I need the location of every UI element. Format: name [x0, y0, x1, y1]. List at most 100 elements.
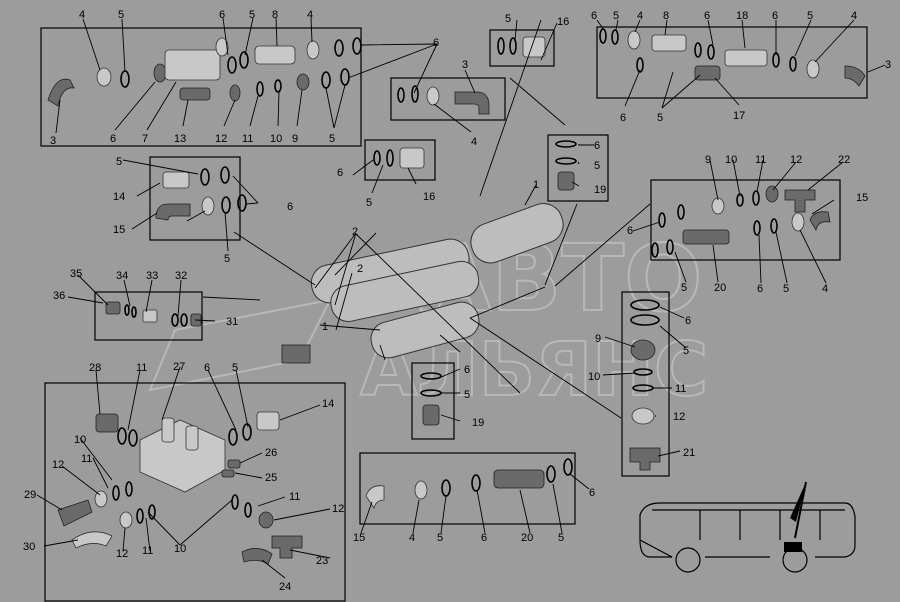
valve-7: [164, 49, 221, 81]
callout-5: 5: [329, 133, 335, 145]
part-35: [124, 304, 130, 316]
callout-5: 5: [613, 10, 619, 22]
ring-10c: [633, 368, 653, 376]
ring-5e: [411, 85, 419, 103]
fitting-20: [682, 229, 730, 245]
callout-3: 3: [885, 59, 891, 71]
callout-4: 4: [307, 9, 313, 21]
parts-group-16: [373, 147, 425, 169]
ring-10f: [148, 504, 156, 520]
group-box-31-36: [94, 291, 203, 341]
callout-33: 33: [146, 270, 158, 282]
part-26: [227, 459, 241, 469]
ring-5b: [227, 56, 237, 74]
fitting-17: [694, 65, 721, 81]
ring-5n: [770, 218, 778, 234]
callout-12: 12: [215, 133, 227, 145]
callout-25: 25: [265, 472, 277, 484]
ring-5g: [611, 29, 619, 45]
callout-6: 6: [433, 37, 439, 49]
tee-22: [784, 189, 816, 213]
valve-27: [139, 419, 226, 493]
callout-5: 5: [505, 13, 511, 25]
nut-12: [229, 84, 241, 102]
callout-6: 6: [757, 283, 763, 295]
callout-6: 6: [627, 225, 633, 237]
ring-11: [256, 81, 264, 97]
ring-5i: [386, 149, 394, 167]
part-34: [131, 306, 137, 318]
ring-11f: [136, 508, 144, 524]
ring-6t: [753, 220, 761, 236]
elbow-15: [155, 203, 191, 221]
air-tank-right: [470, 203, 564, 264]
elbow-3b: [454, 91, 490, 115]
callout-5: 5: [558, 532, 564, 544]
callout-19: 19: [472, 417, 484, 429]
callout-10: 10: [270, 133, 282, 145]
fitting-14: [162, 171, 190, 189]
parts-group-21: [629, 299, 661, 471]
ring-6w: [228, 428, 238, 446]
group-box-right-mid: [650, 179, 841, 261]
callout-4: 4: [822, 283, 828, 295]
part-25: [221, 469, 235, 478]
fitting-6: [153, 63, 167, 83]
callout-27: 27: [173, 361, 185, 373]
parts-top-mid: [397, 85, 490, 115]
ring-5q: [242, 423, 252, 441]
nut-4e: [806, 59, 820, 79]
parts-group-31-36: [105, 301, 202, 327]
elbow-24: [241, 548, 273, 565]
tee-23: [271, 535, 303, 559]
ring-6u: [630, 299, 660, 311]
callout-5: 5: [437, 532, 443, 544]
fitting-8: [254, 45, 296, 65]
callout-6: 6: [464, 364, 470, 376]
ring-5k: [200, 168, 210, 186]
nut-9c: [630, 339, 656, 361]
callout-6: 6: [591, 10, 597, 22]
bus-location-icon: [639, 481, 856, 573]
callout-10: 10: [588, 371, 600, 383]
callout-5: 5: [116, 156, 122, 168]
callout-15: 15: [856, 192, 868, 204]
callout-24: 24: [279, 581, 291, 593]
ring-6e: [352, 37, 362, 55]
ring-11b: [752, 190, 760, 206]
group-box-16: [364, 139, 436, 181]
nut-12b: [765, 185, 779, 203]
callout-4: 4: [79, 9, 85, 21]
ring-5s: [546, 465, 556, 483]
ring-6g: [509, 37, 517, 55]
elbow-15c: [365, 485, 385, 509]
ring-6i: [694, 42, 702, 58]
part-33: [142, 309, 158, 323]
callout-12: 12: [332, 503, 344, 515]
ring-6p: [237, 194, 247, 212]
ring-10g: [231, 494, 239, 510]
callout-23: 23: [316, 555, 328, 567]
ring-6f: [397, 87, 405, 103]
parts-bottom-mid: [365, 458, 573, 509]
ring-5f: [497, 37, 505, 55]
callout-15: 15: [113, 224, 125, 236]
ring-11g: [244, 502, 252, 518]
callout-5: 5: [783, 283, 789, 295]
callout-6: 6: [594, 140, 600, 152]
callout-6: 6: [110, 133, 116, 145]
ring-5c: [321, 71, 331, 89]
callout-12: 12: [52, 459, 64, 471]
ring-10e: [125, 481, 133, 497]
fitting-6b: [215, 37, 229, 57]
air-tank-middle: [330, 260, 480, 322]
callout-16: 16: [557, 16, 569, 28]
tee-21: [629, 447, 661, 471]
elbow-15b: [809, 211, 831, 232]
ring-5: [120, 70, 130, 88]
ring-5r: [441, 479, 451, 497]
nut-4d: [627, 30, 641, 50]
callout-3: 3: [462, 59, 468, 71]
callout-6: 6: [685, 315, 691, 327]
